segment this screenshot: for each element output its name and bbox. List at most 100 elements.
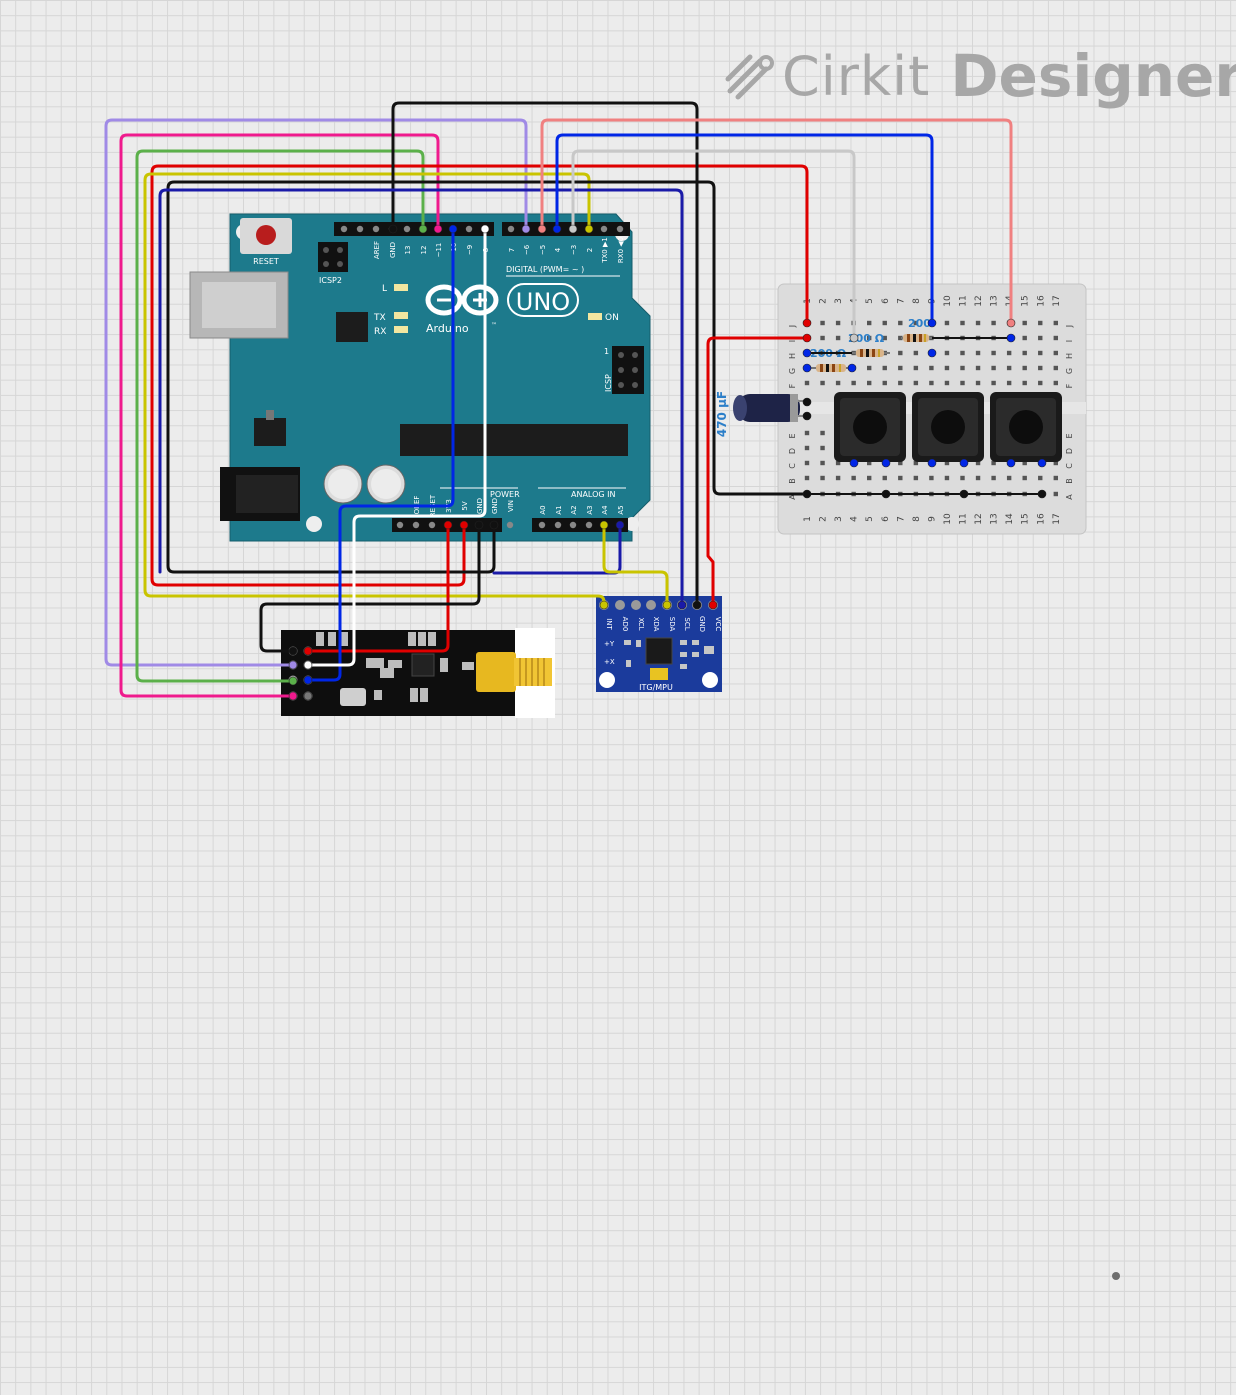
wire-endpoint-33[interactable] (849, 333, 859, 343)
breadboard-row-right-C: C (1065, 463, 1074, 469)
wire-endpoint-12[interactable] (474, 520, 484, 530)
wire-lavender-d6-to-nrf[interactable] (104, 118, 528, 667)
wire-endpoint-9[interactable] (480, 224, 490, 234)
wire-endpoint-18[interactable] (677, 600, 687, 610)
mpu-pin-label-gnd: GND (698, 616, 706, 632)
wire-endpoint-21[interactable] (288, 646, 298, 656)
wire-endpoint-26[interactable] (303, 675, 313, 685)
push-button-2[interactable] (912, 392, 984, 462)
wire-endpoint-44[interactable] (1037, 458, 1047, 468)
wire-endpoint-39[interactable] (849, 458, 859, 468)
wire-endpoint-0[interactable] (521, 224, 531, 234)
breadboard-row-left-E: E (788, 433, 797, 438)
wire-endpoint-41[interactable] (927, 458, 937, 468)
wire-red-3v3-to-nrf[interactable] (306, 523, 450, 653)
breadboard-row-left-H: H (788, 353, 797, 359)
board-name: UNO (516, 288, 570, 316)
breadboard-row-right-D: D (1065, 448, 1074, 454)
led-on-label: ON (605, 313, 619, 323)
led-l-label: L (382, 284, 387, 294)
wire-endpoint-30[interactable] (802, 333, 812, 343)
wire-endpoint-25[interactable] (288, 676, 298, 686)
wire-pink-d11-to-nrf[interactable] (119, 133, 440, 698)
arduino-brand-text: Arduino (426, 322, 469, 335)
wire-endpoint-6[interactable] (552, 224, 562, 234)
wire-endpoint-14[interactable] (599, 520, 609, 530)
wire-endpoint-50[interactable] (802, 411, 812, 421)
wire-endpoint-31[interactable] (802, 348, 812, 358)
nrf24-radio-module[interactable] (281, 628, 555, 718)
wire-endpoint-35[interactable] (1006, 318, 1016, 328)
wire-salmon-d5-to-breadboard[interactable] (540, 118, 1013, 325)
wire-endpoint-28[interactable] (303, 691, 313, 701)
wire-endpoint-23[interactable] (288, 660, 298, 670)
breadboard-col-top-16: 16 (1036, 295, 1046, 307)
wire-endpoint-34[interactable] (927, 318, 937, 328)
wire-endpoint-5[interactable] (537, 224, 547, 234)
wire-endpoint-1[interactable] (433, 224, 443, 234)
wire-yellow-d2-to-mpu-int[interactable] (143, 172, 606, 607)
wire-black-gnd-to-mpu[interactable] (391, 101, 699, 607)
wire-gray-d3-to-breadboard[interactable] (571, 149, 856, 340)
wire-endpoint-24[interactable] (303, 660, 313, 670)
wire-blue-d4-to-breadboard[interactable] (555, 133, 934, 325)
wire-endpoint-45[interactable] (802, 489, 812, 499)
breadboard-row-left-B: B (788, 478, 797, 484)
wire-endpoint-15[interactable] (615, 520, 625, 530)
wire-navy-mpu-scl[interactable] (158, 188, 684, 607)
wire-red-breadboard-to-mpu-vcc[interactable] (706, 336, 809, 607)
wire-endpoint-27[interactable] (288, 691, 298, 701)
resistor-1[interactable]: 200 (901, 317, 932, 342)
wire-endpoint-22[interactable] (303, 646, 313, 656)
arduino-uno-board[interactable]: RESET ICSP2 L TX RX ON (189, 213, 651, 542)
wire-endpoint-13[interactable] (489, 520, 499, 530)
wire-endpoint-43[interactable] (1006, 458, 1016, 468)
resistor-3[interactable]: 200 Ω (810, 347, 852, 372)
wire-green-d12-to-nrf[interactable] (135, 149, 425, 683)
wire-endpoint-29[interactable] (802, 318, 812, 328)
wire-endpoint-17[interactable] (662, 600, 672, 610)
wire-endpoint-7[interactable] (568, 224, 578, 234)
wire-black-loop-breadboard[interactable] (166, 180, 809, 574)
breadboard-col-top-5: 5 (865, 298, 875, 304)
wire-endpoint-2[interactable] (418, 224, 428, 234)
wire-endpoint-3[interactable] (584, 224, 594, 234)
wire-endpoint-48[interactable] (1037, 489, 1047, 499)
push-button-1[interactable] (834, 392, 906, 462)
wire-endpoint-16[interactable] (599, 600, 609, 610)
breadboard-row-left-F: F (788, 383, 797, 388)
wire-endpoint-19[interactable] (692, 600, 702, 610)
wire-endpoint-38[interactable] (847, 363, 857, 373)
wire-endpoint-32[interactable] (802, 363, 812, 373)
cirkit-designer-brand: Cirkit Designer (722, 40, 1236, 112)
wire-endpoint-40[interactable] (881, 458, 891, 468)
wire-red-to-breadboard-j1[interactable] (150, 164, 809, 587)
power-pin-label-4: GND (476, 498, 484, 514)
wire-endpoint-20[interactable] (708, 600, 718, 610)
wire-endpoint-42[interactable] (959, 458, 969, 468)
wire-endpoint-8[interactable] (448, 224, 458, 234)
push-button-3[interactable] (990, 392, 1062, 462)
wire-endpoint-49[interactable] (802, 397, 812, 407)
wire-white-d8-to-nrf[interactable] (306, 227, 487, 667)
wire-yellow-a4-to-mpu-sda[interactable] (602, 523, 669, 607)
breadboard-col-bottom-16: 16 (1036, 513, 1046, 525)
wire-endpoint-4[interactable] (388, 224, 398, 234)
breadboard-col-bottom-1: 1 (803, 516, 813, 522)
usb-port-inner (202, 282, 276, 328)
analog-pin-label-0: A0 (539, 505, 547, 514)
breadboard-row-right-F: F (1065, 383, 1074, 388)
wire-endpoint-37[interactable] (1006, 333, 1016, 343)
wire-blue-d10-to-nrf[interactable] (306, 227, 455, 682)
wire-endpoint-36[interactable] (927, 348, 937, 358)
wire-endpoint-10[interactable] (443, 520, 453, 530)
wire-endpoint-46[interactable] (881, 489, 891, 499)
wire-black-gnd-to-nrf[interactable] (259, 523, 481, 653)
wire-endpoint-47[interactable] (959, 489, 969, 499)
wire-endpoint-11[interactable] (459, 520, 469, 530)
breadboard-row-left-G: G (788, 368, 797, 374)
breadboard-col-bottom-2: 2 (819, 516, 829, 522)
